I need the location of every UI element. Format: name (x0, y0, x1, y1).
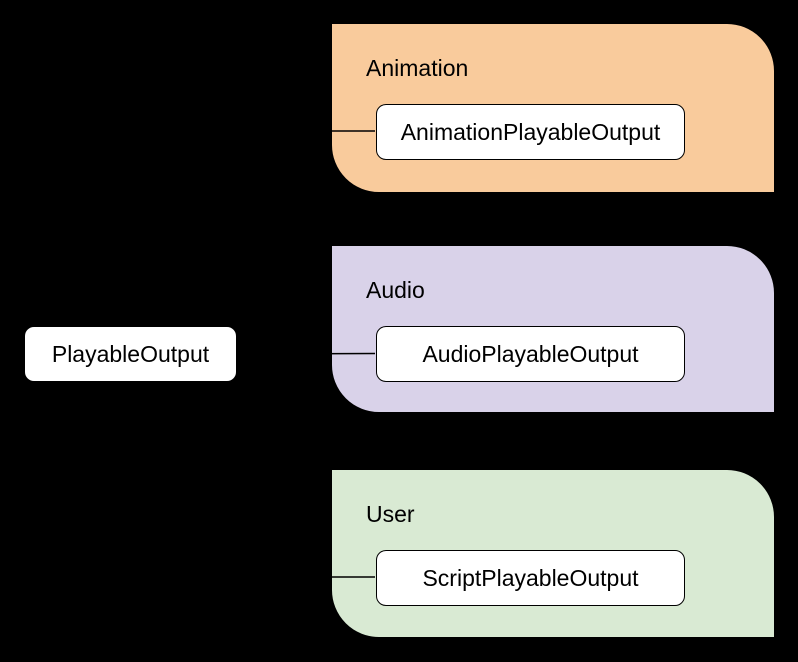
node-animation-playable-output-label: AnimationPlayableOutput (400, 118, 661, 145)
group-animation: Animation AnimationPlayableOutput (331, 23, 775, 193)
node-script-playable-output: ScriptPlayableOutput (376, 550, 685, 606)
node-animation-playable-output: AnimationPlayableOutput (376, 104, 685, 160)
group-user-label: User (366, 501, 415, 527)
node-playable-output: PlayableOutput (24, 326, 237, 382)
group-user: User ScriptPlayableOutput (331, 469, 775, 638)
node-script-playable-output-label: ScriptPlayableOutput (422, 564, 639, 591)
node-audio-playable-output-label: AudioPlayableOutput (422, 340, 639, 367)
group-audio: Audio AudioPlayableOutput (331, 245, 775, 413)
group-animation-label: Animation (366, 55, 469, 81)
group-audio-label: Audio (366, 277, 425, 303)
node-audio-playable-output: AudioPlayableOutput (376, 326, 685, 382)
node-playable-output-label: PlayableOutput (51, 340, 210, 367)
